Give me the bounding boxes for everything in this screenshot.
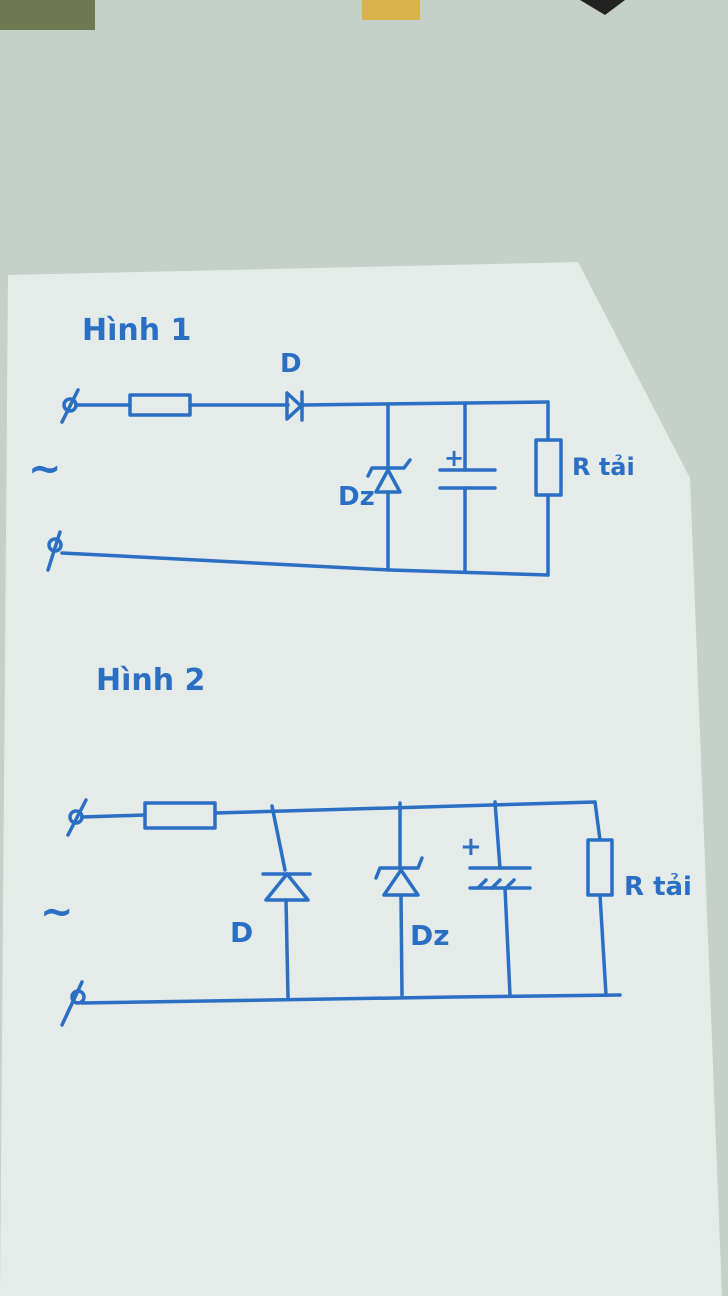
- figure-1-title: Hình 1: [82, 313, 191, 348]
- load-label: R tải: [624, 871, 692, 902]
- diode-icon: [285, 390, 304, 422]
- resistor-icon: [128, 393, 192, 417]
- figure-2-circuit: Hình 2 ~ D Dz + R tải: [40, 663, 692, 1027]
- ac-source-symbol: ~: [28, 446, 62, 492]
- ac-source-symbol: ~: [40, 889, 74, 935]
- desk-object: [580, 0, 625, 15]
- capacitor-polarity: +: [444, 444, 464, 472]
- load-resistor-icon: [534, 438, 563, 497]
- diode-label: D: [230, 916, 253, 949]
- load-resistor-icon: [586, 838, 614, 897]
- figure-2-title: Hình 2: [96, 663, 205, 698]
- zener-label: Dz: [338, 482, 375, 512]
- load-label: R tải: [572, 453, 635, 481]
- zener-label: Dz: [410, 919, 450, 952]
- desk-object: [362, 0, 420, 20]
- capacitor-icon: [438, 468, 497, 490]
- capacitor-icon: [468, 866, 532, 890]
- capacitor-polarity: +: [460, 832, 482, 862]
- desk-object: [0, 0, 95, 30]
- paper-sheet: [0, 262, 722, 1296]
- figure-1-circuit: Hình 1 ~ D Dz + R tải: [28, 313, 635, 577]
- diode-label: D: [280, 349, 302, 379]
- diode-icon: [261, 872, 312, 902]
- resistor-icon: [143, 801, 217, 830]
- zener-diode-icon: [374, 856, 424, 897]
- zener-diode-icon: [366, 458, 412, 494]
